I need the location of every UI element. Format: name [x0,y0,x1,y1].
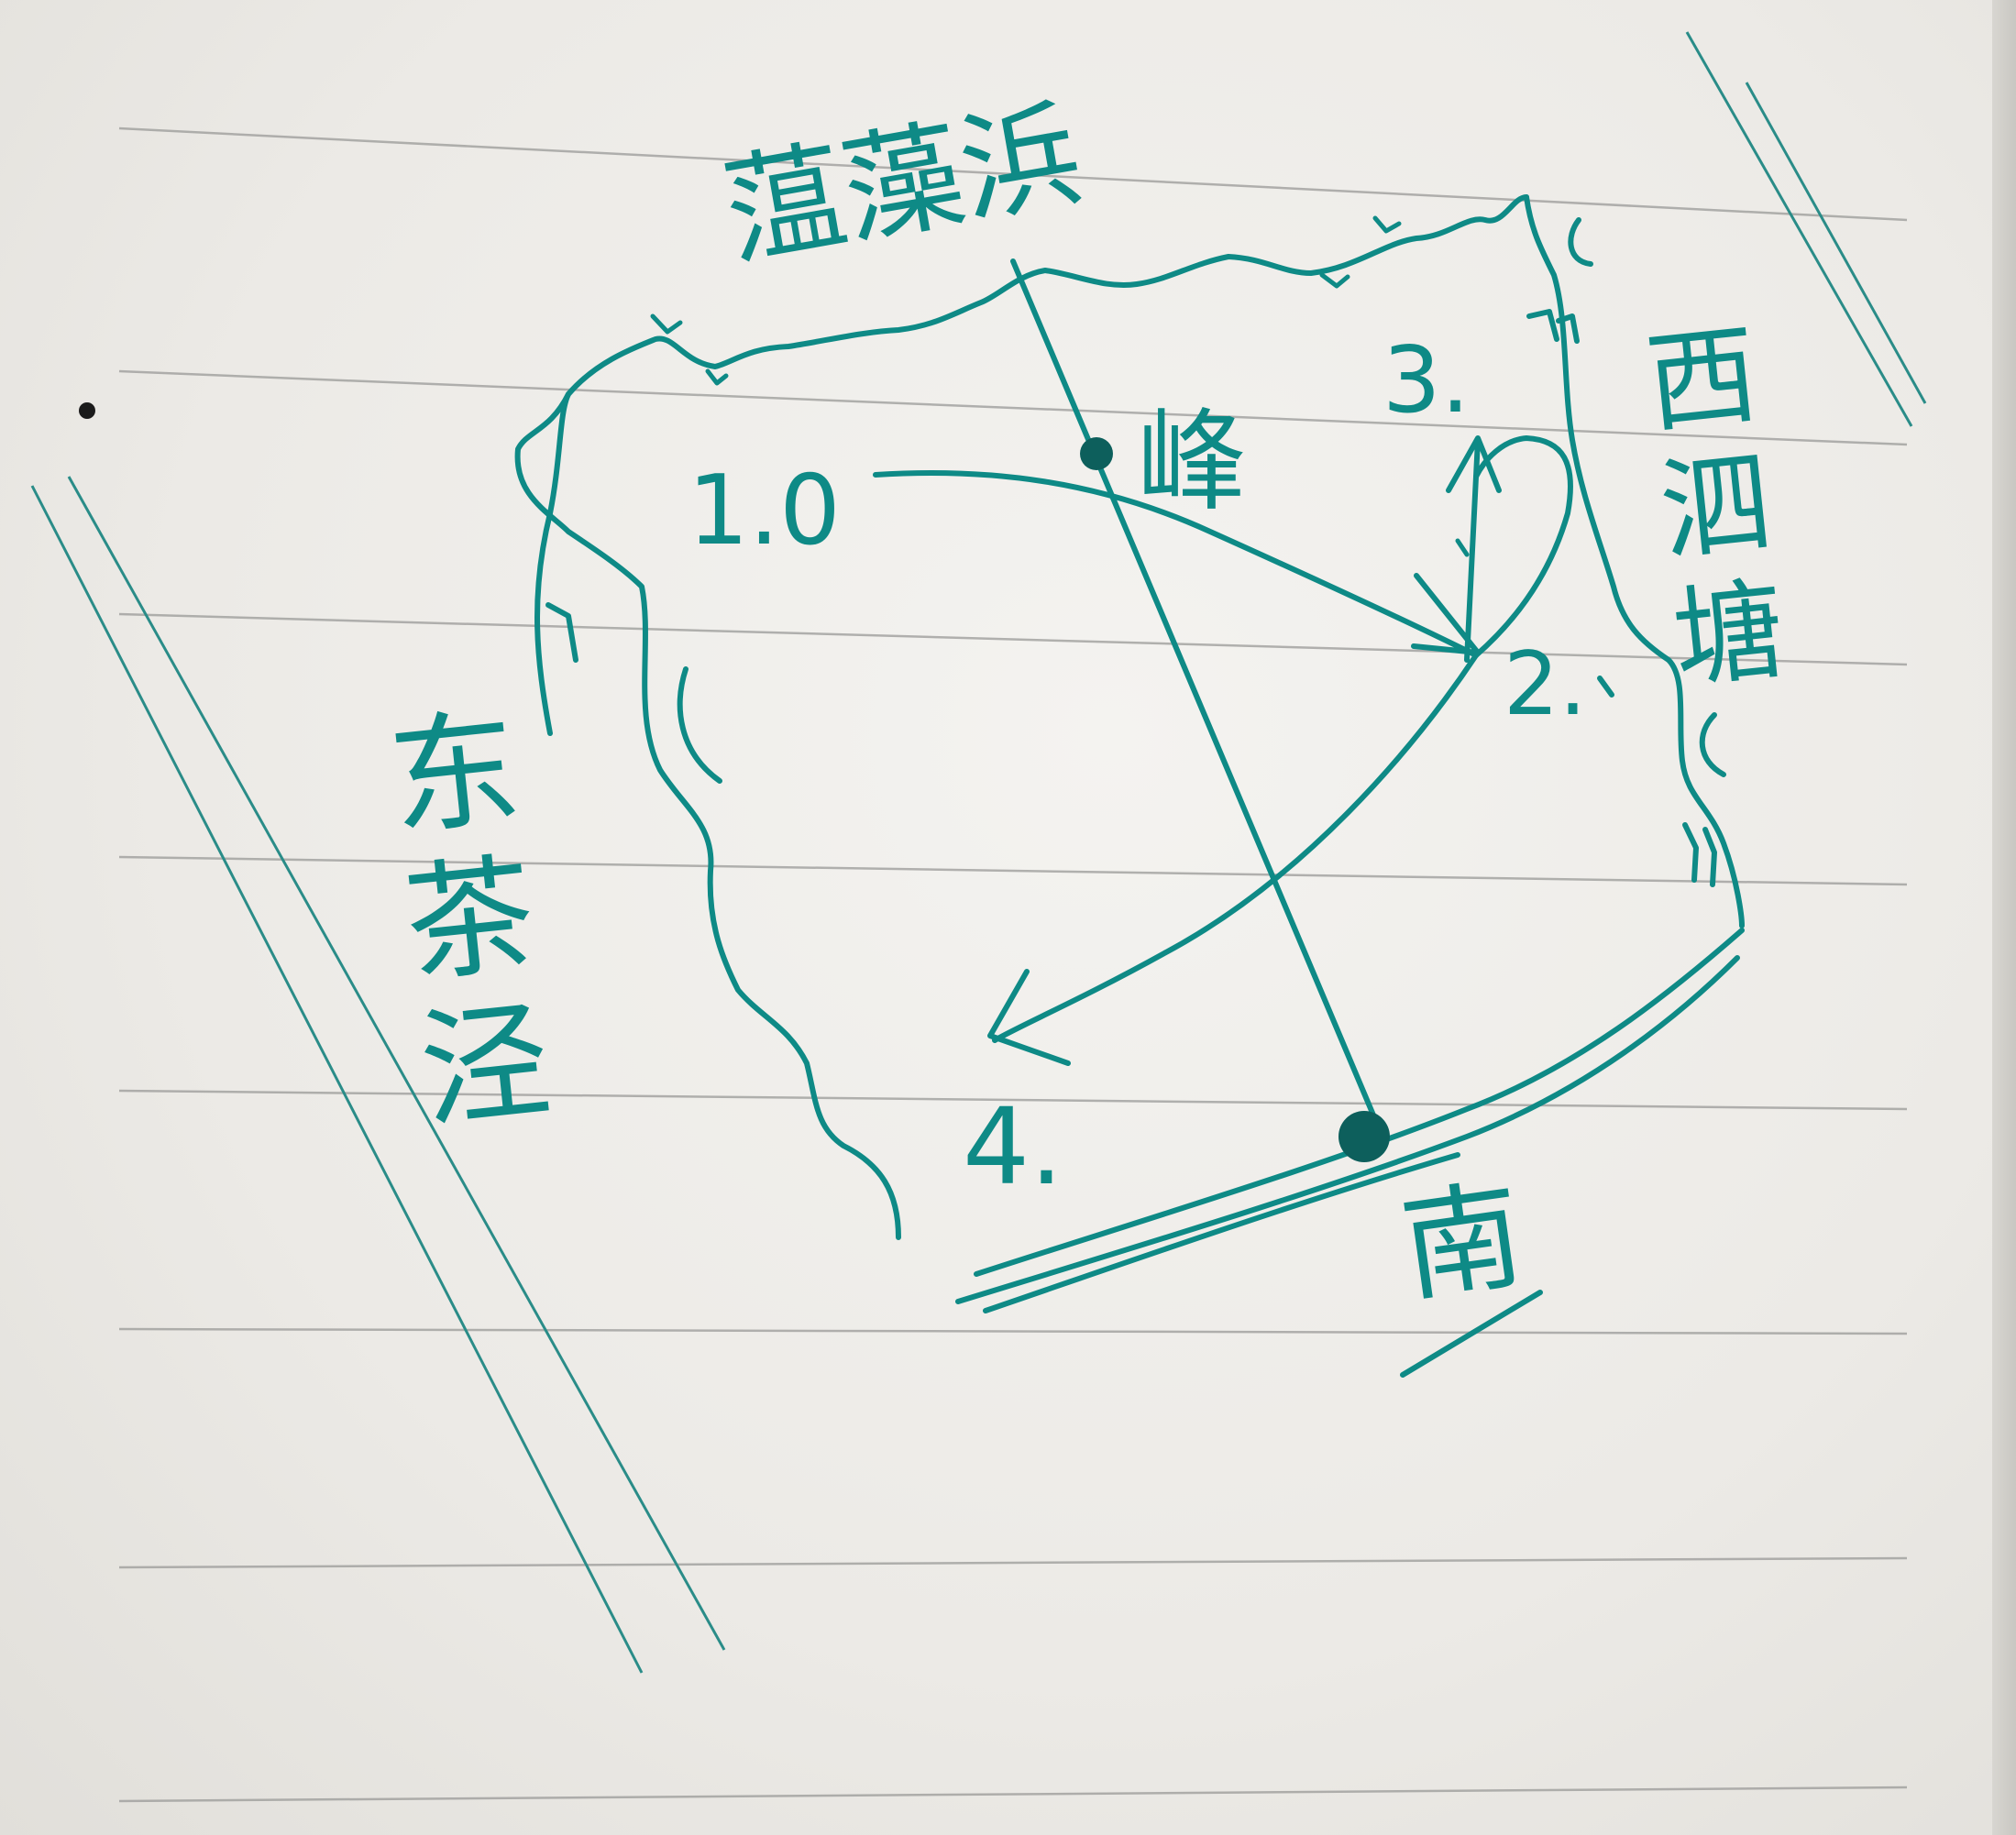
ruled-lines [118,126,1908,1803]
route-2-to-3-loop [1473,435,1573,658]
north-bank-marks [650,215,1402,386]
node-4-label: 4. [963,1086,1063,1209]
south-node [1338,1111,1390,1162]
south-label-underline [1400,1290,1543,1378]
arrow-head-4 [987,969,1071,1066]
east-river-bank [514,391,901,1240]
west-river-bank [1524,194,1745,928]
margin-lines-right [1685,31,1927,427]
junction-label: 峰 [1137,399,1247,526]
margin-lines-left [30,476,726,1674]
route-1-to-2 [873,470,1479,658]
route-2-to-4 [992,653,1479,1043]
node-1-label: 1.0 [688,455,841,566]
main-axis-line [1010,258,1387,1144]
east-bank-marks [545,602,722,784]
node-3-label: 3. [1383,326,1471,434]
node-2-label: 2. [1504,634,1587,735]
ink-dot [79,402,95,419]
notebook-binding-edge [1992,0,2016,1835]
west-bank-marks [1526,217,1726,887]
route-3-tick [1455,538,1470,557]
north-river-bank [534,194,1529,736]
south-road [955,928,1745,1313]
route-3-vertical [1464,437,1481,663]
junction-node [1080,437,1113,470]
arrow-head-3 [1446,435,1502,493]
south-road-label: 南 [1394,1164,1531,1320]
